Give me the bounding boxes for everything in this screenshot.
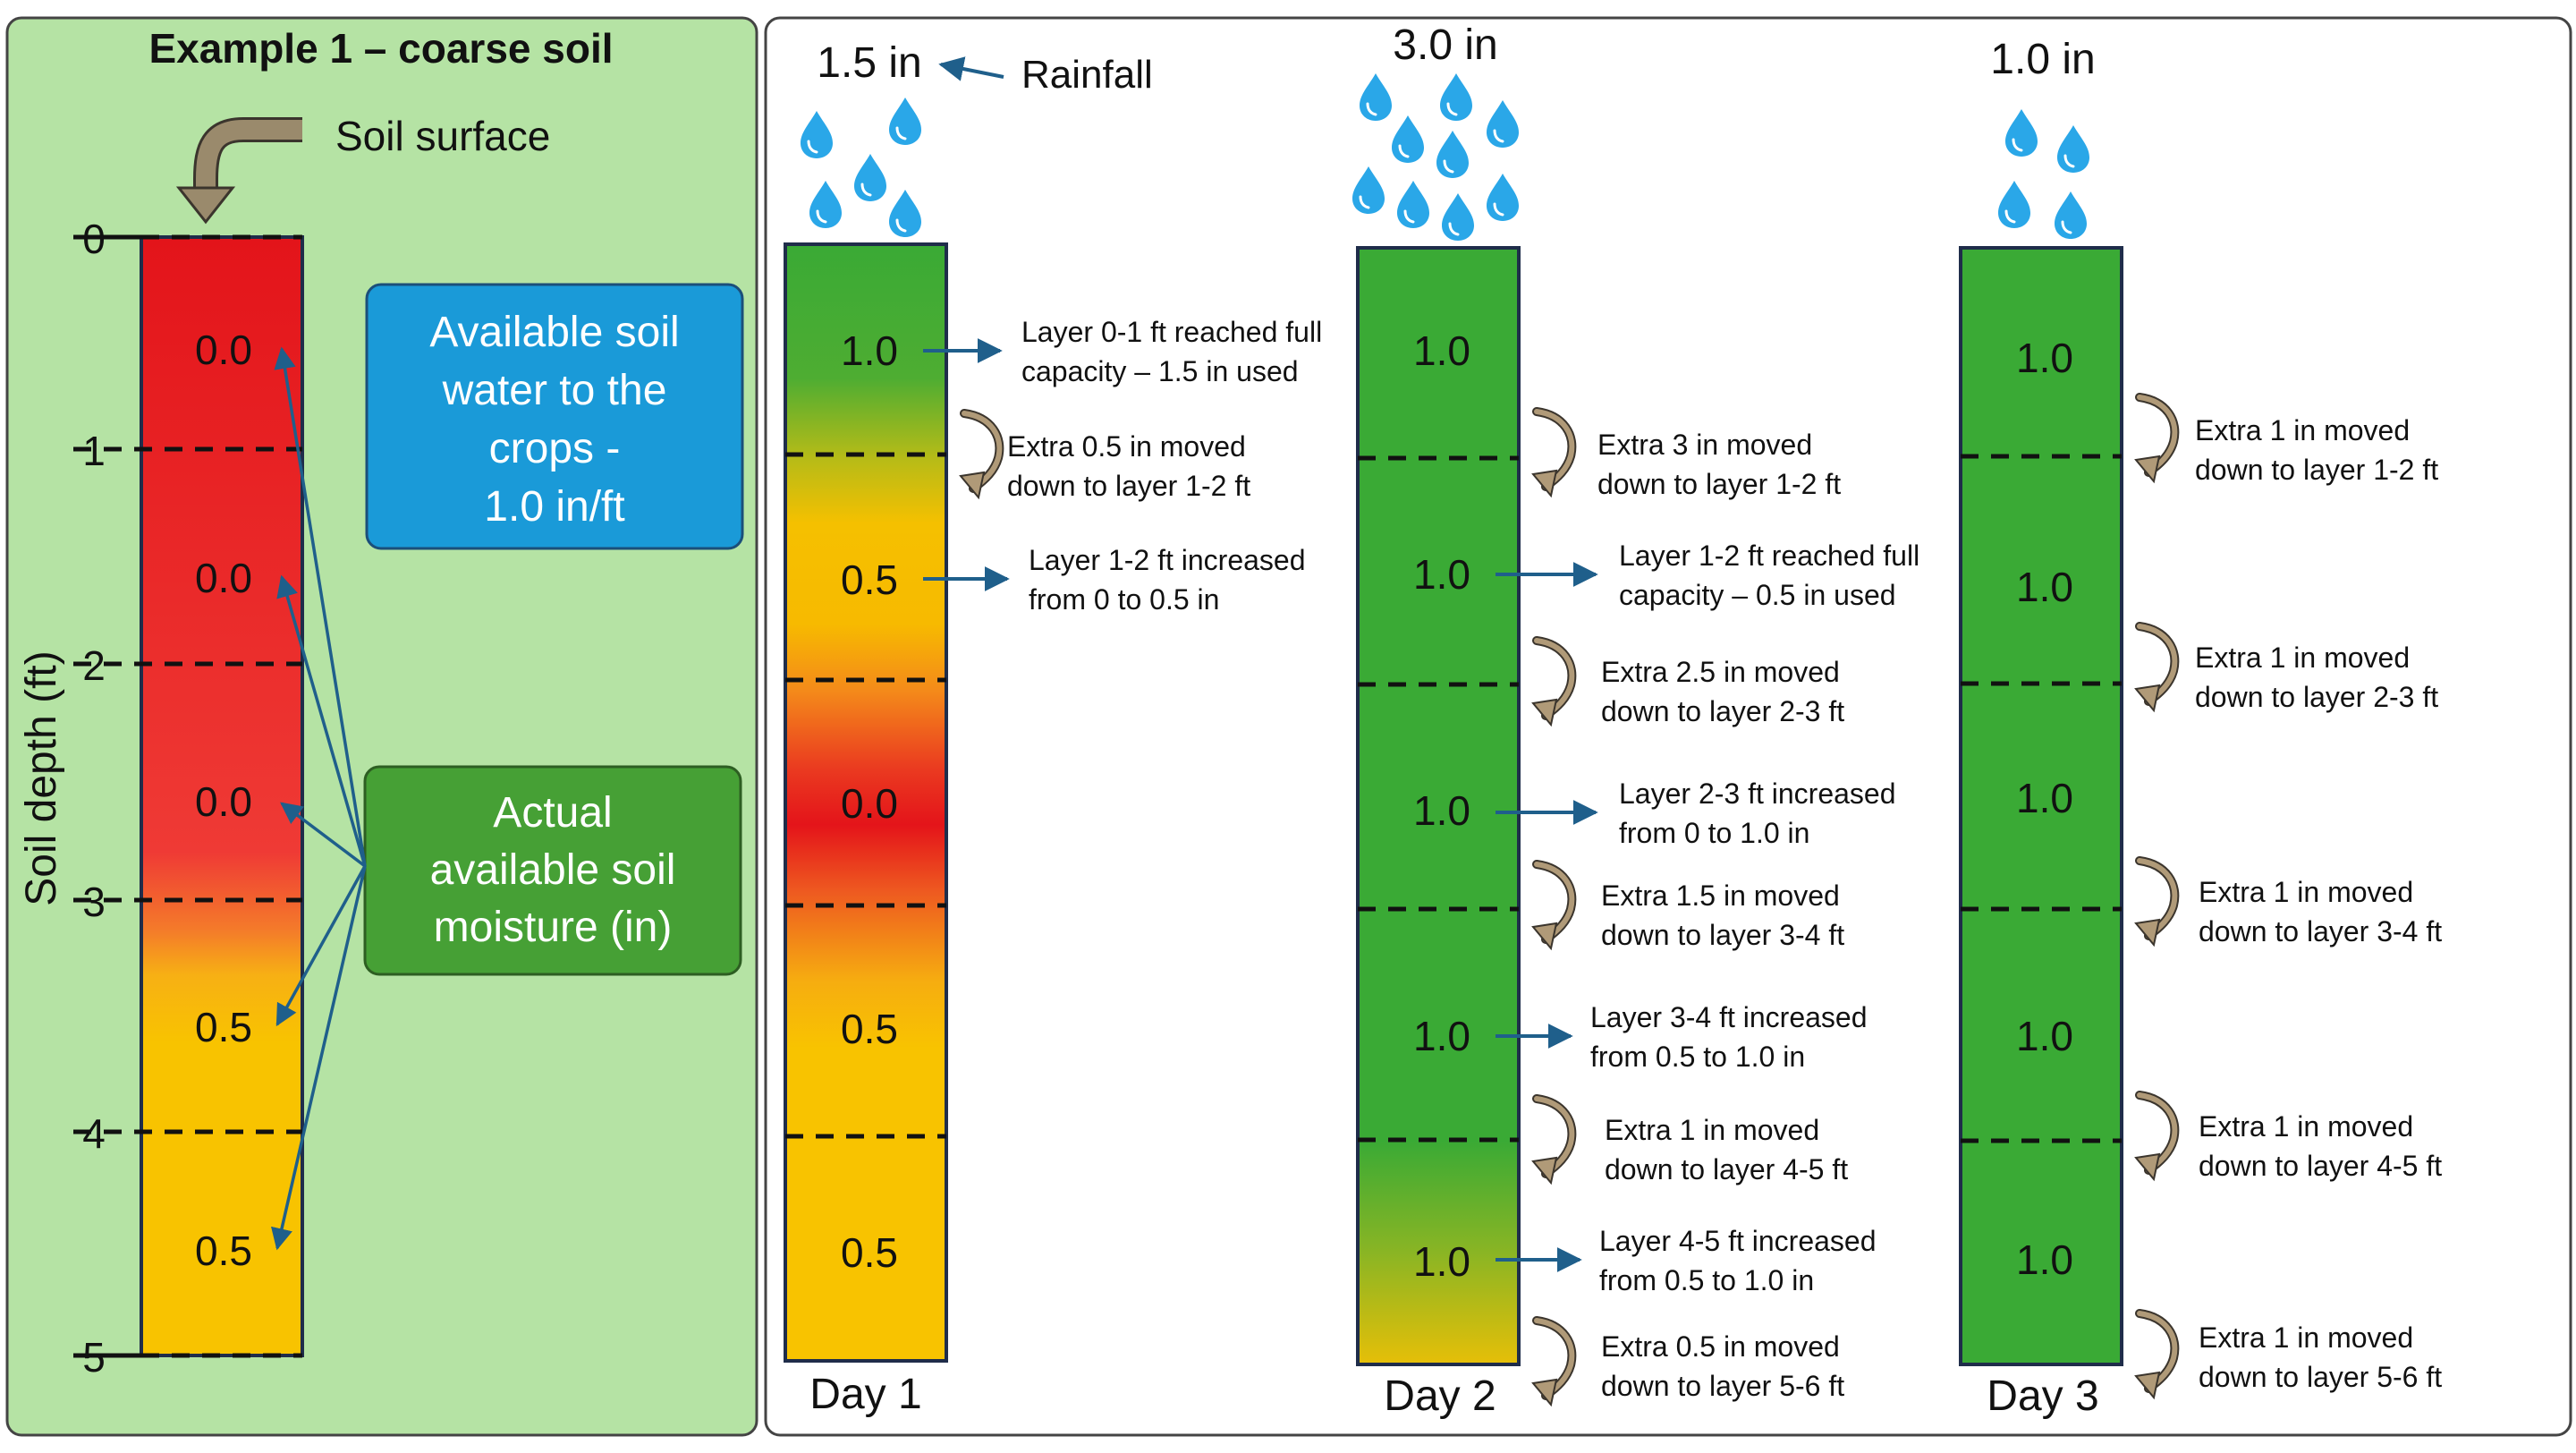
example-value-4: 0.5	[195, 1228, 252, 1274]
value-pointers	[270, 346, 367, 1251]
day-3-column: 1.0 1.0 1.0 1.0 1.0 Day 3 Extra 1 in mov…	[1959, 246, 2442, 1420]
soil-column-day-1	[784, 242, 948, 1363]
day-2-label: Day 2	[1384, 1372, 1496, 1420]
axis-label: Soil depth (ft)	[18, 650, 65, 905]
day-2-value-3: 1.0	[1413, 1013, 1470, 1059]
day-1-value-2: 0.0	[841, 780, 898, 827]
available-water-box	[365, 283, 744, 550]
available-water-line-1: Available soil	[429, 309, 679, 356]
rain-amount-day-1: 1.5 in	[817, 39, 921, 87]
day-1-column: 1.0 0.5 0.0 0.5 0.5 Day 1 Layer 0-1 ft r…	[784, 242, 1322, 1418]
day-1-value-4: 0.5	[841, 1229, 898, 1276]
day-3-value-0: 1.0	[2016, 335, 2073, 381]
day-2-column: 1.0 1.0 1.0 1.0 1.0 Day 2 Extra 3 in mov…	[1356, 246, 1919, 1420]
day-3-value-2: 1.0	[2016, 775, 2073, 821]
depth-tick-0: 0	[82, 216, 106, 262]
day-2-value-2: 1.0	[1413, 787, 1470, 834]
actual-moisture-line-2: available soil	[430, 846, 676, 894]
depth-lines	[73, 234, 302, 1358]
day-2-value-4: 1.0	[1413, 1238, 1470, 1285]
example-value-1: 0.0	[195, 555, 252, 601]
rainfall-pointer	[938, 56, 1004, 81]
actual-moisture-line-3: moisture (in)	[434, 904, 673, 951]
example-value-0: 0.0	[195, 327, 252, 373]
depth-tick-1: 1	[82, 428, 106, 474]
day-1-value-3: 0.5	[841, 1006, 898, 1052]
day-3-label: Day 3	[1987, 1372, 2098, 1420]
soil-column-day-3	[1959, 246, 2123, 1366]
day-3-value-3: 1.0	[2016, 1013, 2073, 1059]
day-3-value-1: 1.0	[2016, 564, 2073, 610]
depth-tick-5: 5	[82, 1334, 106, 1381]
depth-tick-3: 3	[82, 879, 106, 925]
day-3-value-4: 1.0	[2016, 1236, 2073, 1283]
soil-column-day-2	[1356, 246, 1521, 1366]
available-water-line-4: 1.0 in/ft	[484, 483, 624, 531]
day-1-label: Day 1	[809, 1371, 921, 1418]
actual-moisture-line-1: Actual	[493, 789, 612, 837]
depth-tick-2: 2	[82, 642, 106, 689]
available-water-line-2: water to the	[442, 367, 667, 414]
available-water-line-3: crops -	[489, 425, 621, 472]
rain-amount-day-2: 3.0 in	[1393, 21, 1497, 69]
day-2-value-0: 1.0	[1413, 327, 1470, 374]
example-value-3: 0.5	[195, 1004, 252, 1050]
rainfall-label: Rainfall	[1021, 53, 1153, 97]
soil-column-example	[140, 235, 304, 1357]
day-1-value-1: 0.5	[841, 557, 898, 603]
left-panel-background	[5, 16, 758, 1437]
example-value-2: 0.0	[195, 778, 252, 825]
left-panel: Example 1 – coarse soil Soil surface 0 1…	[5, 16, 758, 1437]
panel-title: Example 1 – coarse soil	[148, 25, 613, 72]
day-2-value-1: 1.0	[1413, 551, 1470, 598]
soil-surface-label: Soil surface	[335, 113, 550, 159]
rain-amount-day-3: 1.0 in	[1990, 36, 2095, 83]
day-1-value-0: 1.0	[841, 327, 898, 374]
depth-tick-4: 4	[82, 1110, 106, 1157]
